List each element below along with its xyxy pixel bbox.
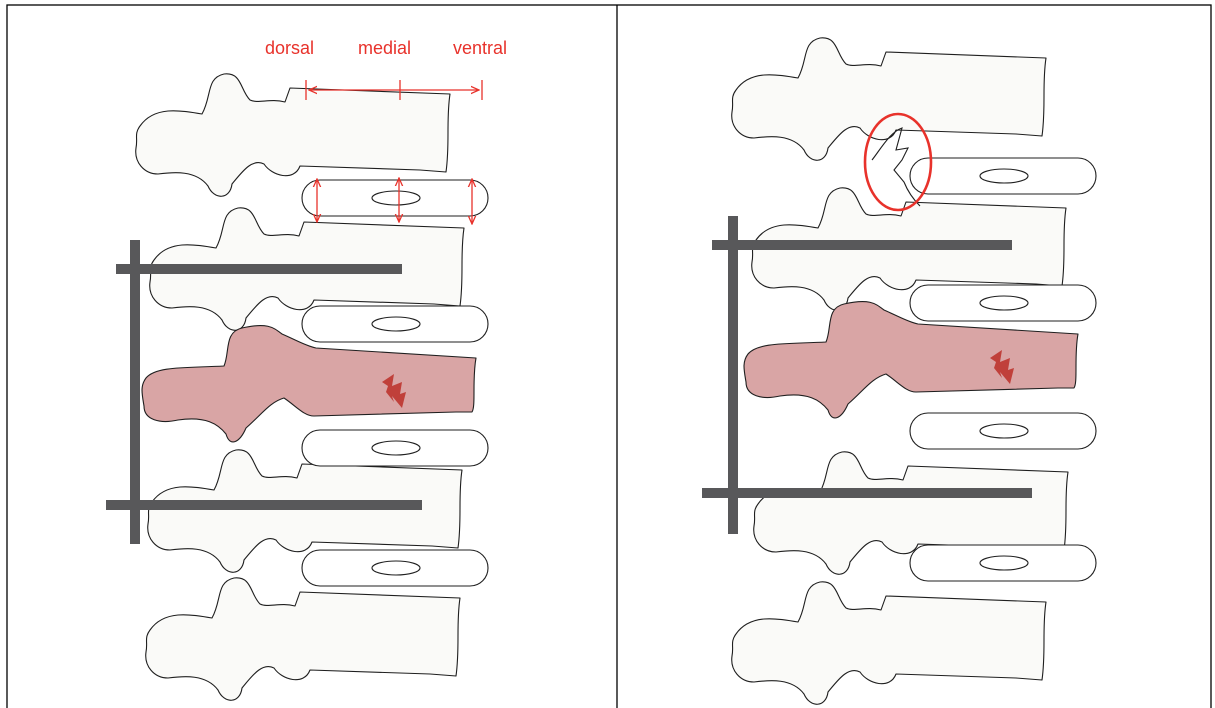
left-panel: dorsal medial ventral [106,38,507,700]
fixation-screw-lower [106,500,422,510]
fixation-screw-lower-right [702,488,1032,498]
fixation-rod-vertical-right [728,216,738,534]
fixation-rod-vertical [130,240,140,544]
disc-2-right [910,285,1096,321]
label-medial: medial [358,38,411,58]
fractured-vertebra [142,326,476,442]
vertebra-5-right [732,582,1046,704]
disc-1-right [910,158,1096,194]
vertebra-1 [136,74,450,196]
disc-4-right [910,545,1096,581]
vertebra-5 [146,578,460,700]
label-ventral: ventral [453,38,507,58]
label-dorsal: dorsal [265,38,314,58]
disc-2 [302,306,488,342]
right-panel [702,38,1096,704]
disc-4 [302,550,488,586]
fixation-screw-upper [116,264,402,274]
vertebra-1-right [732,38,1046,160]
disc-1 [302,180,488,216]
disc-3-right [910,413,1096,449]
disc-3 [302,430,488,466]
fixation-screw-upper-right [712,240,1012,250]
